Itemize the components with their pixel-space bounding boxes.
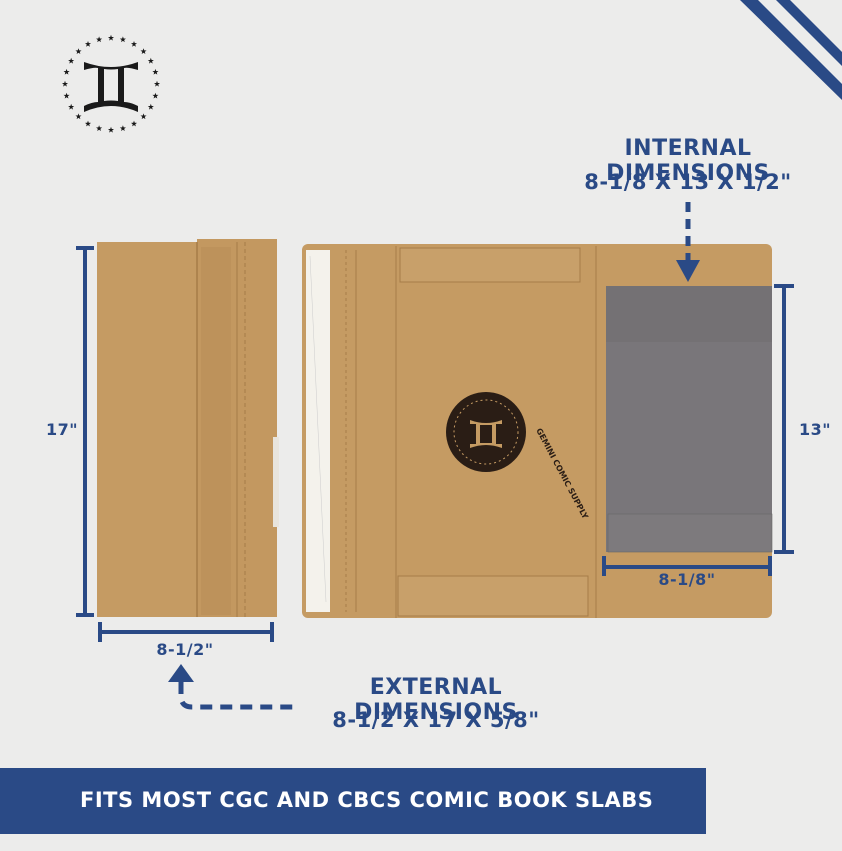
star-icon	[152, 68, 159, 75]
star-icon	[152, 92, 159, 99]
star-icon	[119, 36, 126, 43]
star-icon	[84, 40, 92, 47]
internal-dimensions-title: INTERNAL DIMENSIONS	[606, 136, 770, 186]
star-icon	[147, 57, 154, 64]
internal-width-cap-left	[602, 556, 606, 576]
star-icon	[140, 113, 147, 120]
external-height-cap-bottom	[76, 613, 94, 617]
bottom-banner: FITS MOST CGC AND CBCS COMIC BOOK SLABS	[0, 768, 706, 834]
star-icon	[96, 125, 103, 132]
external-width-label: 8-1/2"	[156, 640, 214, 659]
external-height-line	[83, 248, 87, 616]
star-icon	[75, 113, 82, 120]
star-icon	[96, 36, 103, 43]
internal-height-label: 13"	[798, 420, 832, 439]
star-icon	[84, 120, 92, 127]
star-icon	[68, 103, 75, 110]
internal-height-line	[782, 286, 786, 552]
external-width-cap-right	[270, 622, 274, 642]
star-icon	[130, 120, 138, 127]
external-width-cap-left	[98, 622, 102, 642]
star-icon	[63, 92, 70, 99]
star-icon	[68, 57, 75, 64]
arrow-up-icon	[168, 664, 300, 710]
star-icon	[140, 48, 147, 55]
internal-height-cap-top	[774, 284, 794, 288]
gemini-logo	[61, 34, 161, 133]
external-dimensions-size: 8-1/2 X 17 X 5/8"	[332, 708, 540, 732]
banner-text: FITS MOST CGC AND CBCS COMIC BOOK SLABS	[80, 788, 654, 812]
star-icon	[107, 126, 115, 133]
corner-stripes	[740, 0, 842, 100]
internal-width-label: 8-1/8"	[658, 570, 716, 589]
gemini-stamp	[446, 392, 526, 472]
star-icon	[119, 125, 126, 132]
open-box: GEMINI COMIC SUPPLY	[302, 244, 773, 618]
arrow-down-icon	[676, 202, 700, 282]
star-ring	[61, 34, 161, 133]
star-icon	[130, 40, 138, 47]
external-width-line	[100, 630, 272, 634]
star-icon	[107, 34, 115, 41]
internal-width-cap-right	[768, 556, 772, 576]
external-height-cap-top	[76, 246, 94, 250]
external-height-label: 17"	[45, 420, 79, 439]
internal-dimensions-size: 8-1/8 X 13 X 1/2"	[584, 170, 792, 194]
star-icon	[61, 80, 69, 87]
gemini-icon	[84, 62, 138, 112]
internal-height-cap-bottom	[774, 550, 794, 554]
closed-box	[97, 239, 279, 617]
star-icon	[63, 68, 70, 75]
star-icon	[153, 80, 161, 87]
star-icon	[75, 48, 82, 55]
star-icon	[147, 103, 154, 110]
external-dimensions-title: EXTERNAL DIMENSIONS	[354, 675, 518, 725]
internal-width-line	[604, 565, 770, 569]
